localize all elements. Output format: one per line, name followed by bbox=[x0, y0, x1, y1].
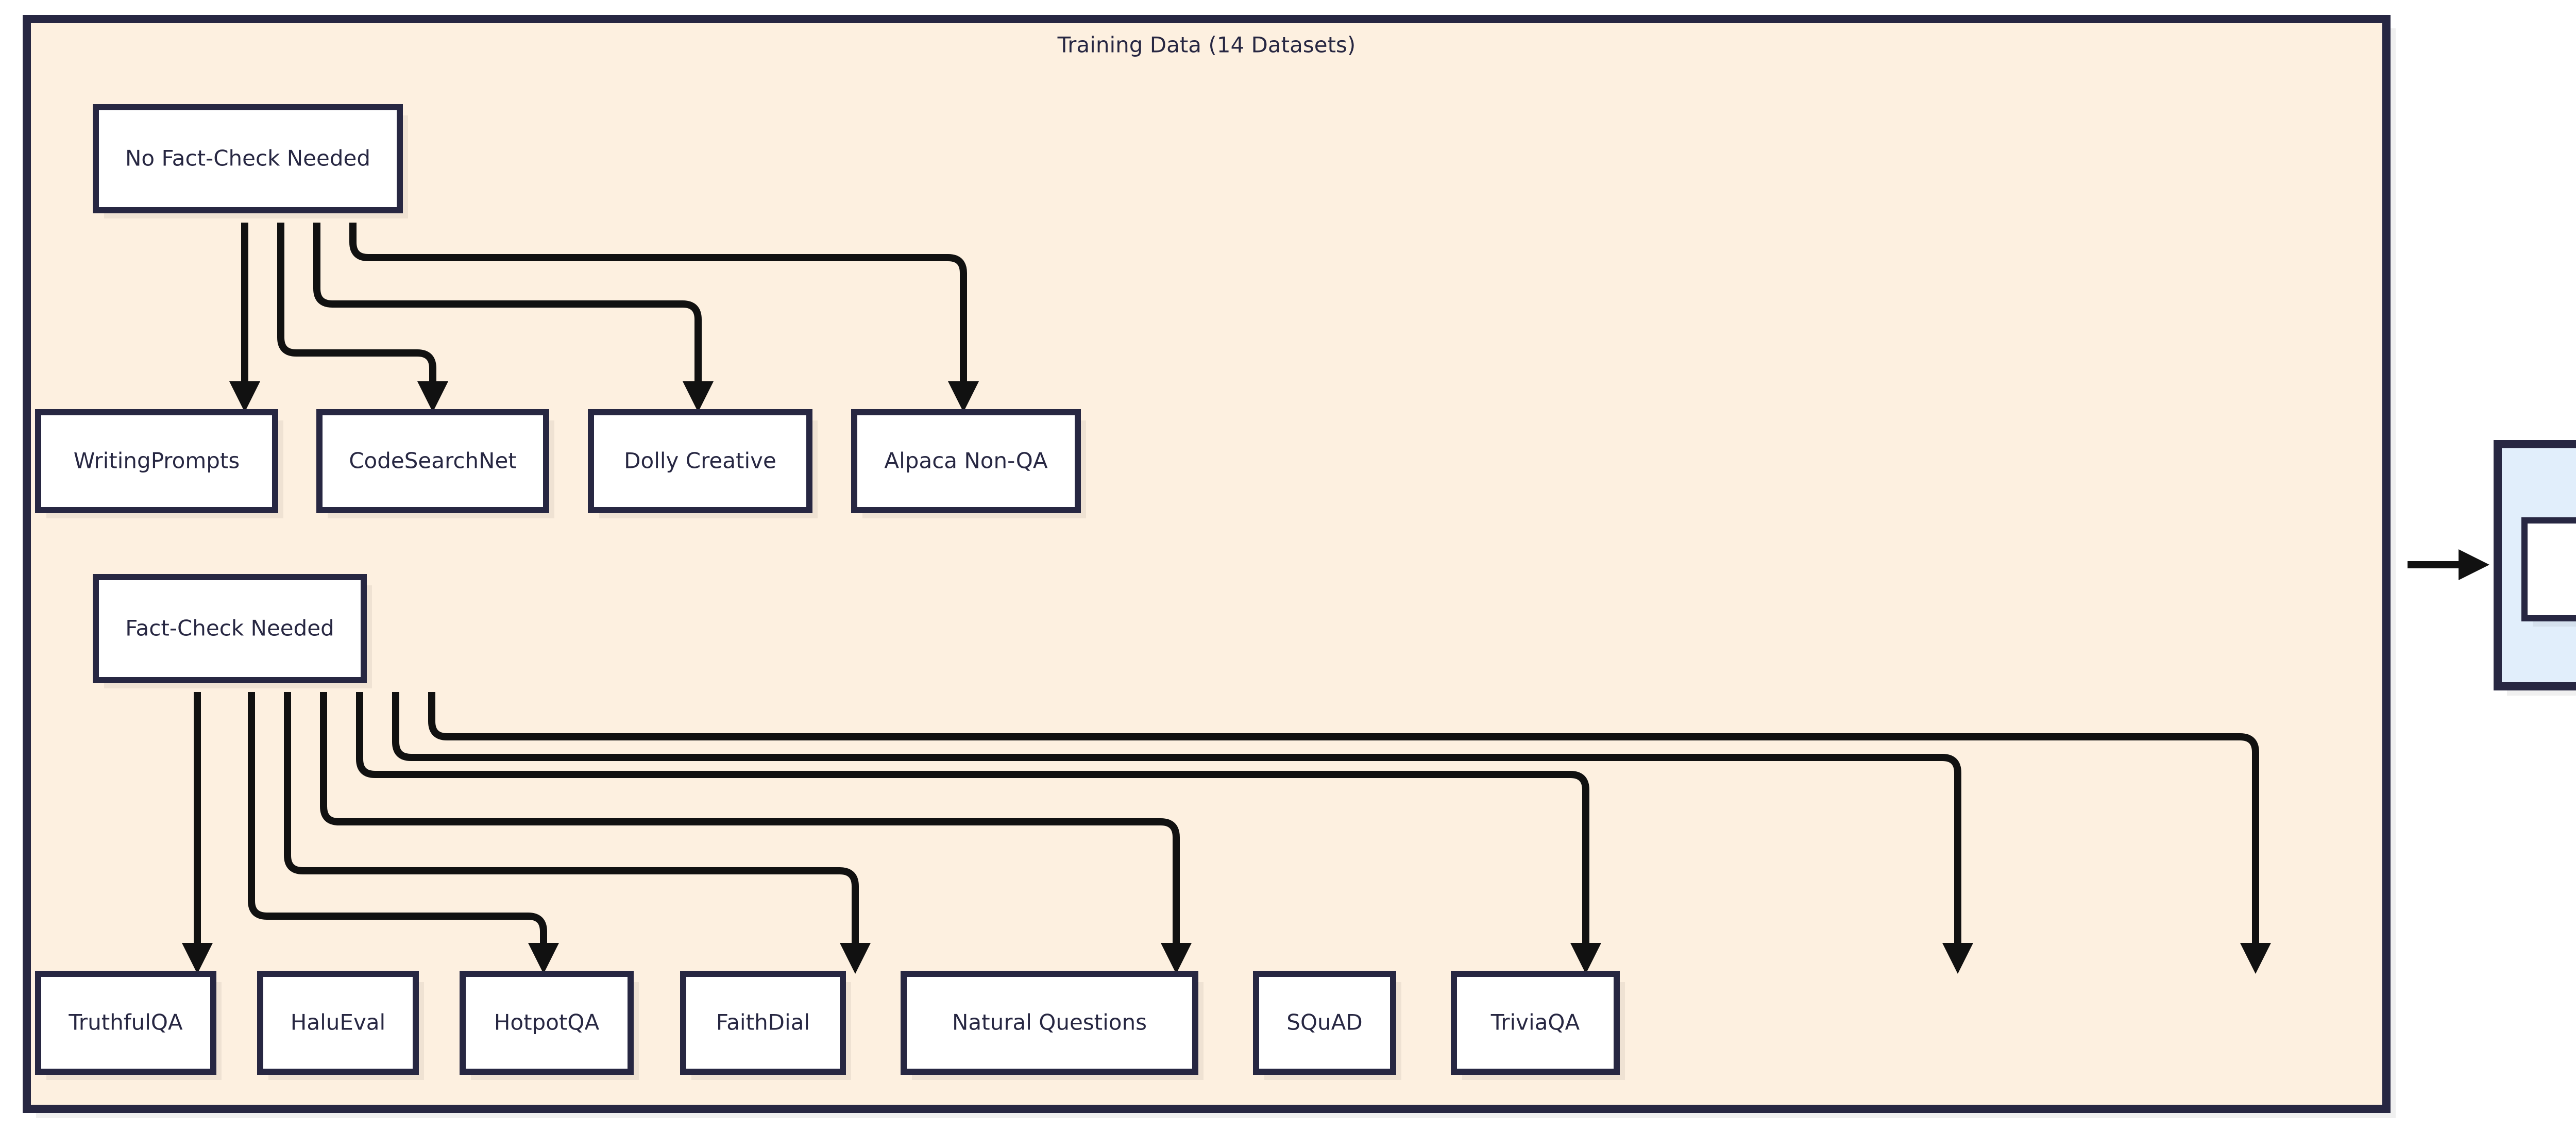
node-label: TruthfulQA bbox=[68, 1010, 183, 1035]
edge-group-no-fact-check bbox=[229, 223, 979, 412]
node-hotpotqa[interactable]: HotpotQA bbox=[460, 971, 639, 1080]
edge-arrowhead bbox=[683, 381, 714, 412]
cluster-halugate-sentinel: HaluGate Sentinel bbox=[2494, 440, 2576, 696]
node-label: FaithDial bbox=[716, 1010, 810, 1035]
cluster-training-data: Training Data (14 Datasets) bbox=[23, 15, 2396, 1118]
edge-arrowhead bbox=[2459, 549, 2489, 580]
node-no-fact-check-needed[interactable]: No Fact-Check Needed bbox=[93, 104, 408, 218]
node-rect bbox=[316, 409, 549, 513]
node-halueval[interactable]: HaluEval bbox=[257, 971, 424, 1080]
edge-no-fact-check-to-alpaca-non-qa bbox=[349, 223, 967, 387]
node-truthfulqa[interactable]: TruthfulQA bbox=[35, 971, 222, 1080]
node-writingprompts[interactable]: WritingPrompts bbox=[35, 409, 283, 518]
node-label: HaluEval bbox=[291, 1010, 385, 1035]
node-triviaqa[interactable]: TriviaQA bbox=[1451, 971, 1625, 1080]
node-faithdial[interactable]: FaithDial bbox=[680, 971, 851, 1080]
node-rect bbox=[35, 409, 278, 513]
node-fact-check-needed[interactable]: Fact-Check Needed bbox=[93, 574, 372, 688]
cluster-training-data-rect bbox=[23, 15, 2391, 1113]
node-label: Alpaca Non-QA bbox=[884, 448, 1047, 474]
cluster-training-data-label: Training Data (14 Datasets) bbox=[1057, 32, 1356, 58]
node-rect bbox=[1253, 971, 1396, 1075]
node-label: Natural Questions bbox=[952, 1010, 1147, 1035]
edge-fact-check-to-faithdial bbox=[320, 692, 1180, 949]
edge-training-data-to-halugate-sentinel bbox=[2408, 549, 2489, 580]
node-label: No Fact-Check Needed bbox=[125, 146, 370, 171]
node-rect bbox=[93, 104, 403, 213]
node-rect bbox=[93, 574, 367, 683]
node-rect bbox=[901, 971, 1198, 1075]
node-label: HotpotQA bbox=[494, 1010, 600, 1035]
node-alpaca-non-qa[interactable]: Alpaca Non-QA bbox=[851, 409, 1086, 518]
edge-arrowhead bbox=[948, 381, 979, 412]
node-rect bbox=[1451, 971, 1620, 1075]
edge-no-fact-check-to-dolly-creative bbox=[313, 223, 702, 387]
edge-fact-check-to-hotpotqa bbox=[284, 692, 859, 949]
node-label: TriviaQA bbox=[1490, 1010, 1580, 1035]
node-dolly-creative[interactable]: Dolly Creative bbox=[588, 409, 818, 518]
edge-arrowhead bbox=[182, 943, 213, 974]
edge-arrowhead bbox=[840, 943, 871, 974]
edge-arrowhead bbox=[528, 943, 559, 974]
node-rect bbox=[460, 971, 634, 1075]
node-label: SQuAD bbox=[1286, 1010, 1362, 1035]
node-rect bbox=[2521, 517, 2576, 621]
edge-arrowhead bbox=[1942, 943, 1973, 974]
node-natural-questions[interactable]: Natural Questions bbox=[901, 971, 1204, 1080]
edge-arrowhead bbox=[417, 381, 448, 412]
node-rect bbox=[35, 971, 216, 1075]
node-codesearchnet[interactable]: CodeSearchNet bbox=[316, 409, 554, 518]
edge-arrowhead bbox=[229, 381, 260, 412]
node-label: CodeSearchNet bbox=[349, 448, 517, 474]
node-rect bbox=[680, 971, 846, 1075]
edge-arrowhead bbox=[2240, 943, 2271, 974]
node-rect bbox=[257, 971, 419, 1075]
node-modernbert-base[interactable]: ModernBERT Base bbox=[2521, 517, 2576, 627]
node-label: WritingPrompts bbox=[74, 448, 240, 474]
node-label: Fact-Check Needed bbox=[125, 616, 334, 641]
node-rect bbox=[588, 409, 812, 513]
edge-fact-check-to-squad bbox=[392, 692, 1961, 949]
edge-no-fact-check-to-codesearchnet bbox=[277, 223, 436, 387]
node-rect bbox=[851, 409, 1081, 513]
edge-fact-check-to-natural-questions bbox=[356, 692, 1589, 949]
node-label: Dolly Creative bbox=[624, 448, 776, 474]
edge-arrowhead bbox=[1161, 943, 1192, 974]
edge-fact-check-to-halueval bbox=[248, 692, 547, 949]
edge-group-fact-check bbox=[182, 692, 2271, 974]
edge-arrowhead bbox=[1570, 943, 1601, 974]
node-squad[interactable]: SQuAD bbox=[1253, 971, 1401, 1080]
edge-fact-check-to-triviaqa bbox=[428, 692, 2259, 949]
